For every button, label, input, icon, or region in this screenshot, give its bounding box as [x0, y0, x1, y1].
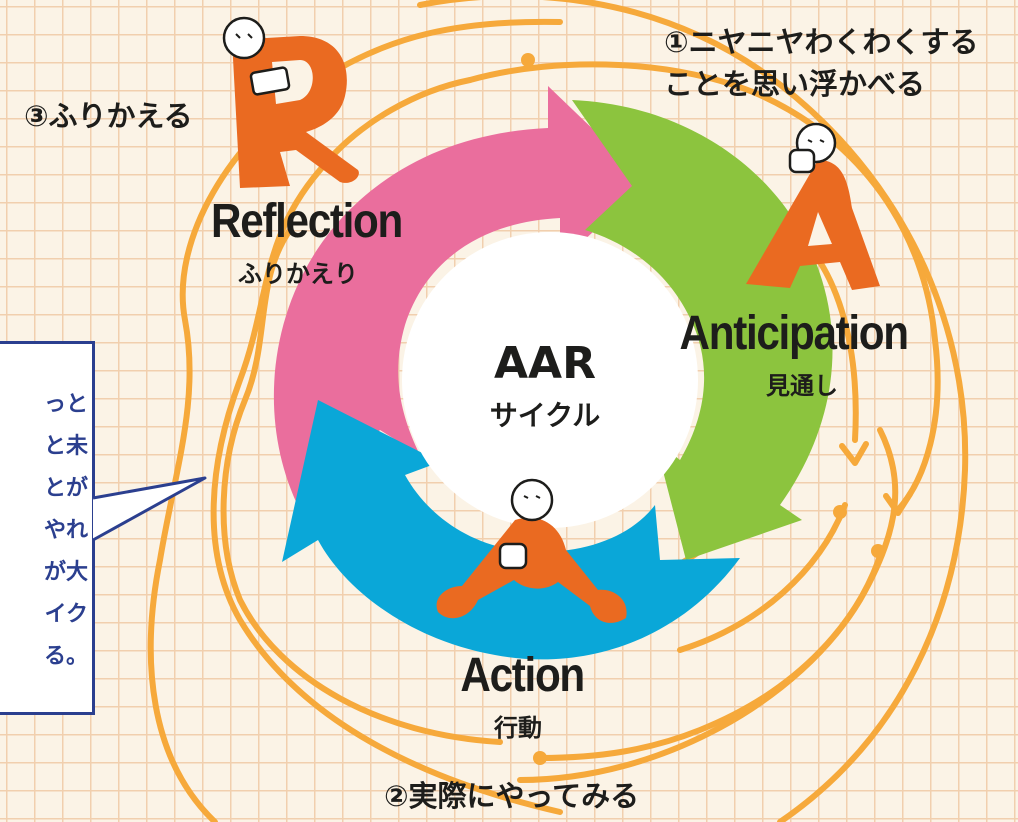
- action-subtitle: 行動: [494, 714, 542, 742]
- cycle-center-hole: [402, 232, 698, 528]
- anticipation-subtitle: 見通し: [766, 372, 838, 400]
- orbit-arrowheads: [839, 441, 913, 516]
- reflection-subtitle: ふりかえり: [238, 260, 358, 288]
- callout-text: っと と未 とが やれ が大 イク る。: [43, 392, 88, 669]
- green-arrow-icon: [572, 100, 833, 560]
- anticipation-title: Anticipation: [679, 307, 910, 360]
- blue-arrow-icon: [282, 400, 740, 660]
- character-sitting-icon: [436, 478, 627, 623]
- pink-arrow-icon: [273, 86, 648, 510]
- cycle-center-subtitle: サイクル: [489, 399, 601, 432]
- orange-spiral-icon: [147, 0, 969, 822]
- step1-label-line1: ①ニヤニヤわくわくする: [664, 25, 979, 59]
- step1-label-line2: ことを思い浮かべる: [664, 67, 926, 101]
- action-title: Action: [460, 649, 585, 702]
- step2-label: ②実際にやってみる: [384, 779, 640, 813]
- step3-label: ③ふりかえる: [24, 99, 193, 133]
- speech-callout: っと と未 とが やれ が大 イク る。: [0, 341, 95, 715]
- character-r-icon: [222, 16, 359, 188]
- reflection-title: Reflection: [211, 195, 403, 248]
- character-a-icon: [746, 122, 880, 290]
- cycle-center-title: AAR: [494, 338, 596, 389]
